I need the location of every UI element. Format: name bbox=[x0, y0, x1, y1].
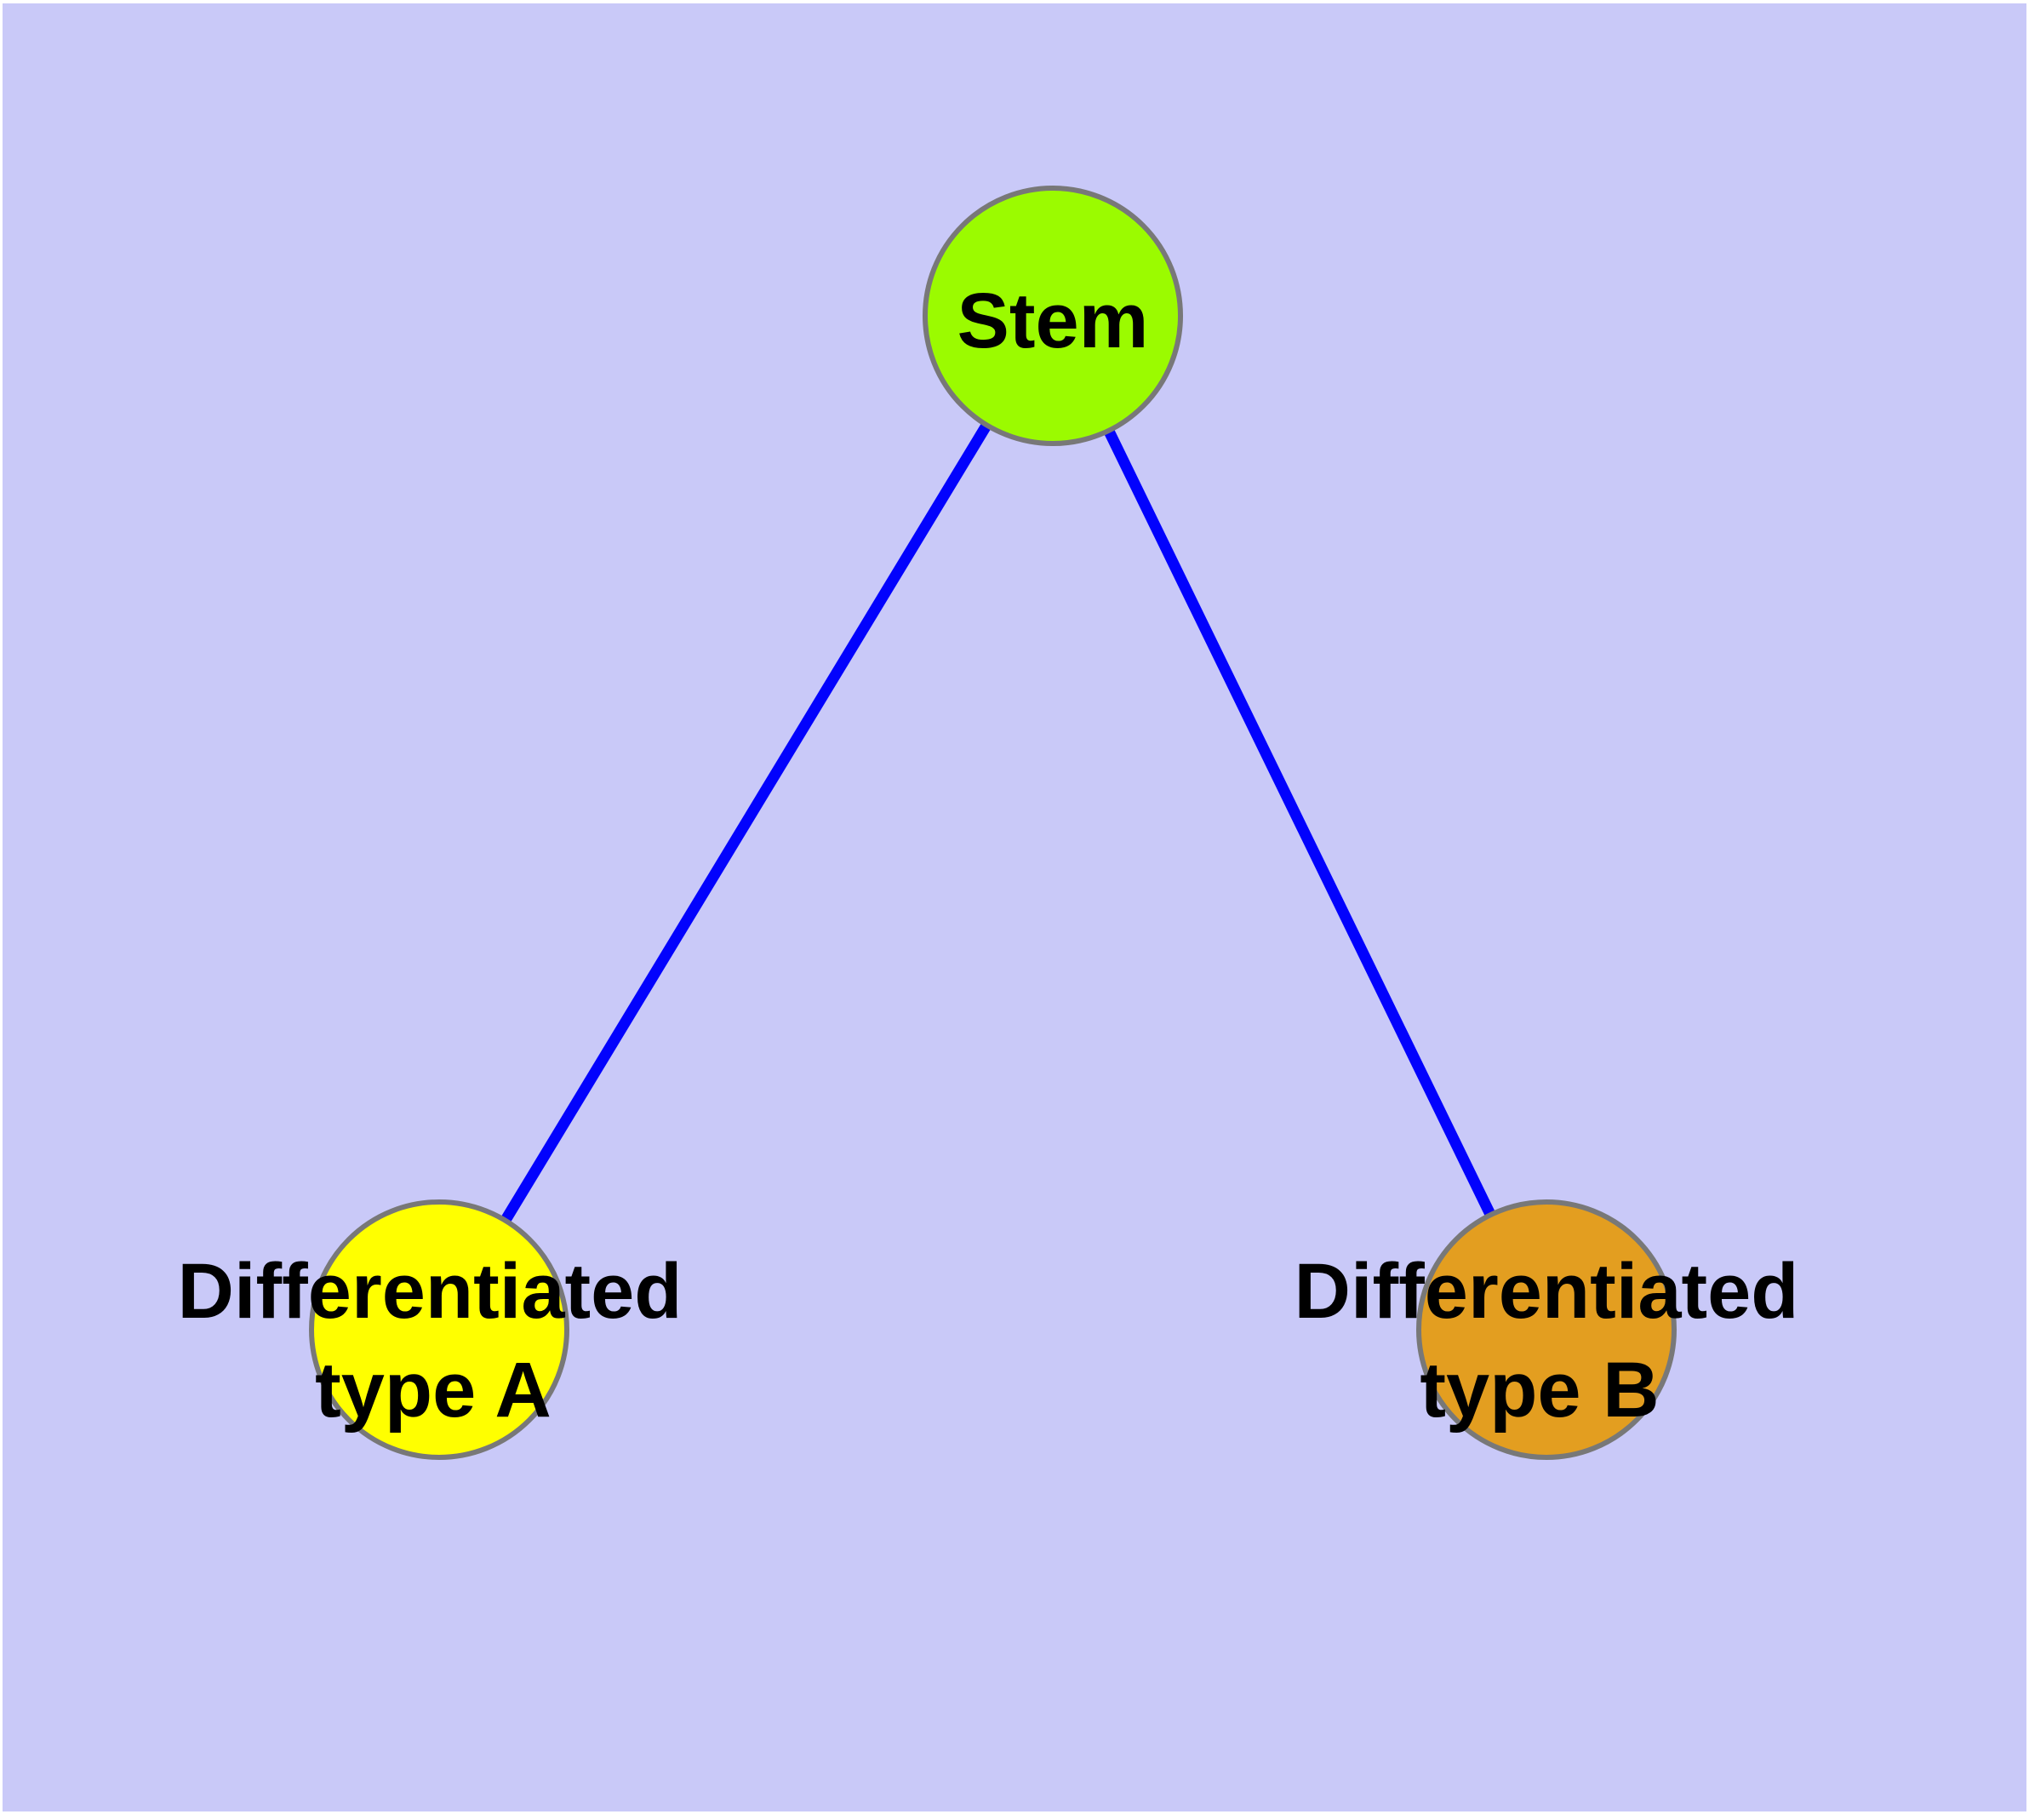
edge-stem-to-type-a bbox=[434, 312, 1058, 1333]
edge-group bbox=[434, 312, 1552, 1333]
type-b-node-circle bbox=[1416, 1199, 1677, 1460]
node-group bbox=[309, 186, 1677, 1460]
stem-node-circle bbox=[923, 186, 1183, 446]
type-b-node-label-line2: type B bbox=[1420, 1347, 1659, 1434]
type-a-node-label-line1: Differentiated bbox=[178, 1248, 683, 1335]
edge-stem-to-type-b bbox=[1048, 313, 1552, 1332]
type-a-node-circle bbox=[309, 1199, 569, 1460]
type-a-node-label-line2: type A bbox=[315, 1347, 552, 1434]
type-b-node-label-line1: Differentiated bbox=[1295, 1248, 1799, 1335]
stem-node-label: Stem bbox=[957, 278, 1149, 364]
label-group: Stem Differentiated type A Differentiate… bbox=[178, 278, 1799, 1434]
